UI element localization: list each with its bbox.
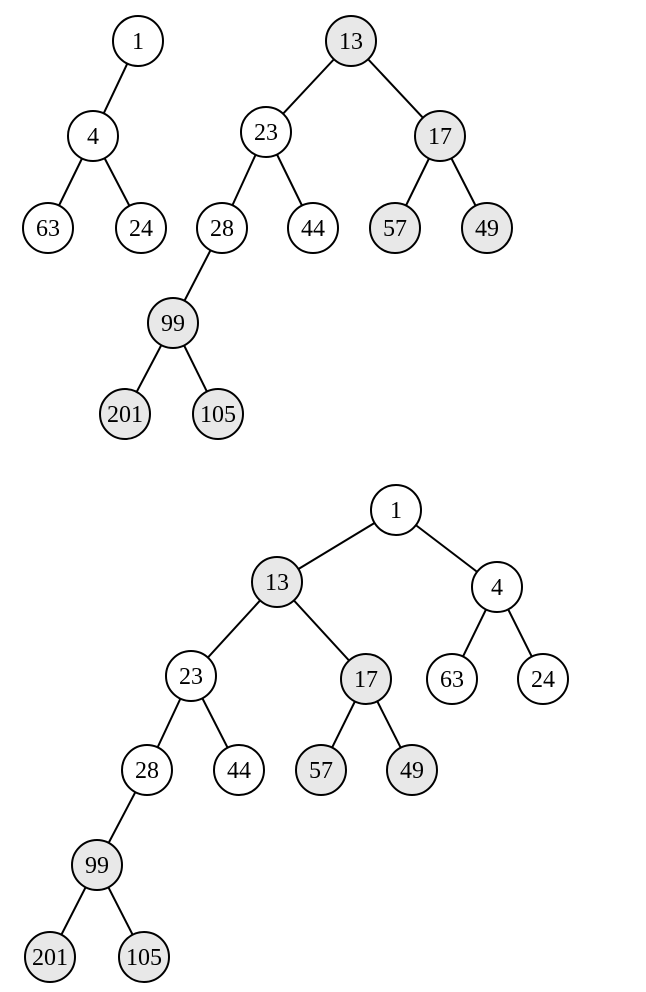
- tree-node: 99: [71, 839, 123, 891]
- node-circle-highlighted: [295, 744, 347, 796]
- node-circle: [370, 484, 422, 536]
- node-circle: [165, 650, 217, 702]
- node-label: 28: [135, 758, 159, 784]
- tree-node: 23: [240, 106, 292, 158]
- node-circle-highlighted: [147, 297, 199, 349]
- node-label: 4: [87, 124, 99, 150]
- node-circle-highlighted: [414, 110, 466, 162]
- node-label: 13: [339, 29, 363, 55]
- tree-1-root-1: 1 4 63 24: [22, 15, 167, 254]
- tree-node: 13: [251, 556, 303, 608]
- node-label: 99: [85, 853, 109, 879]
- node-circle-highlighted: [369, 202, 421, 254]
- node-label: 23: [254, 120, 278, 146]
- node-circle-highlighted: [192, 388, 244, 440]
- node-label: 105: [200, 402, 236, 428]
- node-label: 23: [179, 664, 203, 690]
- tree-node: 105: [118, 931, 170, 983]
- tree-node: 17: [414, 110, 466, 162]
- tree-node: 63: [426, 653, 478, 705]
- tree-node: 44: [287, 202, 339, 254]
- tree-node: 4: [67, 110, 119, 162]
- node-label: 1: [132, 29, 144, 55]
- tree-node: 49: [386, 744, 438, 796]
- tree-node: 105: [192, 388, 244, 440]
- node-circle-highlighted: [251, 556, 303, 608]
- node-circle-highlighted: [325, 15, 377, 67]
- node-circle: [287, 202, 339, 254]
- node-circle-highlighted: [24, 931, 76, 983]
- tree-2-root-13: 13 23 17 28 44 57 49 99 201 105: [99, 15, 513, 440]
- tree-node: 28: [121, 744, 173, 796]
- node-circle: [196, 202, 248, 254]
- tree-node: 49: [461, 202, 513, 254]
- node-circle: [426, 653, 478, 705]
- node-circle-highlighted: [386, 744, 438, 796]
- tree-node: 44: [213, 744, 265, 796]
- node-label: 49: [400, 758, 424, 784]
- node-label: 1: [390, 498, 402, 524]
- node-circle: [22, 202, 74, 254]
- tree-node: 24: [115, 202, 167, 254]
- tree-node: 57: [295, 744, 347, 796]
- tree-node: 99: [147, 297, 199, 349]
- node-label: 201: [107, 402, 143, 428]
- tree-node: 4: [471, 561, 523, 613]
- nodes-layer: 1 4 63 24 13 23 17 28 44 57 49 99 201 105 1 13 4 23 17 63 24…: [22, 15, 569, 983]
- node-circle: [240, 106, 292, 158]
- node-label: 13: [265, 570, 289, 596]
- tree-node: 28: [196, 202, 248, 254]
- node-label: 57: [309, 758, 333, 784]
- node-circle-highlighted: [340, 653, 392, 705]
- edges-layer: [47, 40, 544, 958]
- tree-node: 24: [517, 653, 569, 705]
- node-label: 49: [475, 216, 499, 242]
- node-circle: [115, 202, 167, 254]
- node-circle: [121, 744, 173, 796]
- node-label: 4: [491, 575, 503, 601]
- tree-node: 13: [325, 15, 377, 67]
- node-label: 57: [383, 216, 407, 242]
- tree-node: 1: [370, 484, 422, 536]
- node-circle: [67, 110, 119, 162]
- tree-3-merged-root-1: 1 13 4 23 17 63 24 28 44 57 49 99 201 105: [24, 484, 569, 983]
- tree-node: 201: [99, 388, 151, 440]
- node-circle: [517, 653, 569, 705]
- node-circle: [213, 744, 265, 796]
- node-label: 201: [32, 945, 68, 971]
- node-label: 63: [440, 667, 464, 693]
- tree-node: 17: [340, 653, 392, 705]
- node-label: 24: [129, 216, 153, 242]
- node-label: 105: [126, 945, 162, 971]
- node-circle-highlighted: [118, 931, 170, 983]
- node-label: 99: [161, 311, 185, 337]
- tree-node: 23: [165, 650, 217, 702]
- tree-node: 63: [22, 202, 74, 254]
- node-circle-highlighted: [99, 388, 151, 440]
- node-circle: [471, 561, 523, 613]
- node-label: 28: [210, 216, 234, 242]
- node-label: 44: [301, 216, 325, 242]
- tree-node: 1: [112, 15, 164, 67]
- node-circle: [112, 15, 164, 67]
- node-label: 44: [227, 758, 251, 784]
- node-circle-highlighted: [71, 839, 123, 891]
- node-label: 63: [36, 216, 60, 242]
- tree-node: 201: [24, 931, 76, 983]
- node-label: 24: [531, 667, 555, 693]
- tree-node: 57: [369, 202, 421, 254]
- node-circle-highlighted: [461, 202, 513, 254]
- node-label: 17: [428, 124, 452, 150]
- node-label: 17: [354, 667, 378, 693]
